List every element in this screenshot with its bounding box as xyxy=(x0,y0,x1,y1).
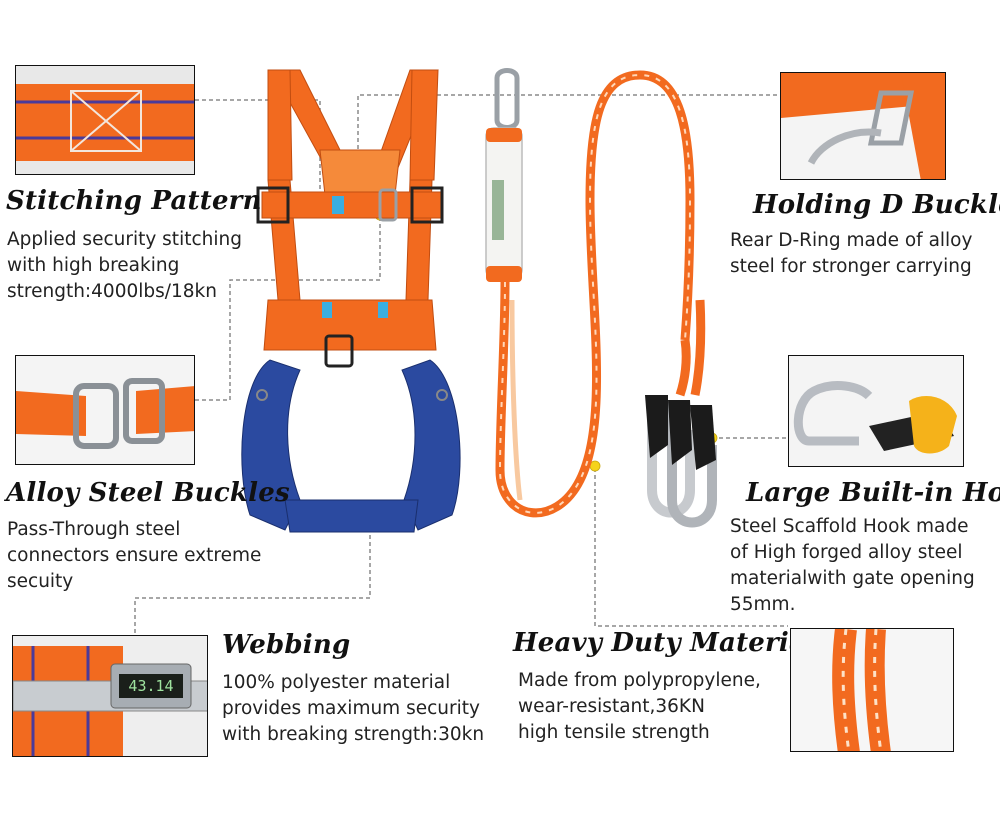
webbing-photo: 43.14 xyxy=(12,635,208,757)
material-desc-line: high tensile strength xyxy=(518,722,710,743)
buckles-desc-line: Pass-Through steel xyxy=(7,519,181,540)
d-buckle-photo xyxy=(780,72,946,180)
hook-desc-line: materialwith gate opening xyxy=(730,568,975,589)
caliper-reading: 43.14 xyxy=(128,677,174,695)
stitching-photo xyxy=(15,65,195,175)
hook-desc-line: Steel Scaffold Hook made xyxy=(730,516,969,537)
hook-photo xyxy=(788,355,964,467)
buckles-photo xyxy=(15,355,195,465)
webbing-title: Webbing xyxy=(222,630,351,660)
material-desc-line: wear-resistant,36KN xyxy=(518,696,705,717)
buckles-desc: Pass-Through steel connectors ensure ext… xyxy=(7,517,261,595)
stitching-photo-image xyxy=(16,66,194,174)
stitching-desc-line: with high breaking xyxy=(7,255,180,276)
hook-photo-image xyxy=(789,356,963,466)
webbing-desc-line: provides maximum security xyxy=(222,698,480,719)
d-buckle-title: Holding D Buckle xyxy=(753,190,1000,220)
webbing-desc: 100% polyester material provides maximum… xyxy=(222,670,484,748)
webbing-desc-line: with breaking strength:30kn xyxy=(222,724,485,745)
buckles-desc-line: connectors ensure extreme xyxy=(7,545,262,566)
buckles-title: Alloy Steel Buckles xyxy=(6,478,290,508)
d-buckle-desc-line: Rear D-Ring made of alloy xyxy=(730,230,973,251)
d-buckle-desc-line: steel for stronger carrying xyxy=(730,256,972,277)
stitching-desc: Applied security stitching with high bre… xyxy=(7,227,242,305)
material-desc-line: Made from polypropylene, xyxy=(518,670,761,691)
hook-desc-line: 55mm. xyxy=(730,594,796,615)
material-photo xyxy=(790,628,954,752)
buckles-desc-line: secuity xyxy=(7,571,74,592)
stitching-desc-line: strength:4000lbs/18kn xyxy=(7,281,217,302)
material-title: Heavy Duty Material xyxy=(513,628,817,658)
webbing-photo-image xyxy=(13,636,207,756)
d-buckle-desc: Rear D-Ring made of alloy steel for stro… xyxy=(730,228,972,280)
hook-desc: Steel Scaffold Hook made of High forged … xyxy=(730,514,975,618)
material-desc: Made from polypropylene, wear-resistant,… xyxy=(518,668,761,746)
webbing-desc-line: 100% polyester material xyxy=(222,672,451,693)
stitching-title: Stitching Pattern xyxy=(6,186,262,216)
hook-desc-line: of High forged alloy steel xyxy=(730,542,963,563)
stitching-desc-line: Applied security stitching xyxy=(7,229,242,250)
lanyard xyxy=(485,68,717,528)
harness xyxy=(241,69,461,533)
material-photo-image xyxy=(791,629,953,751)
buckles-photo-image xyxy=(16,356,194,464)
hook-title: Large Built-in Hook xyxy=(746,478,1000,508)
d-buckle-photo-image xyxy=(781,73,945,179)
